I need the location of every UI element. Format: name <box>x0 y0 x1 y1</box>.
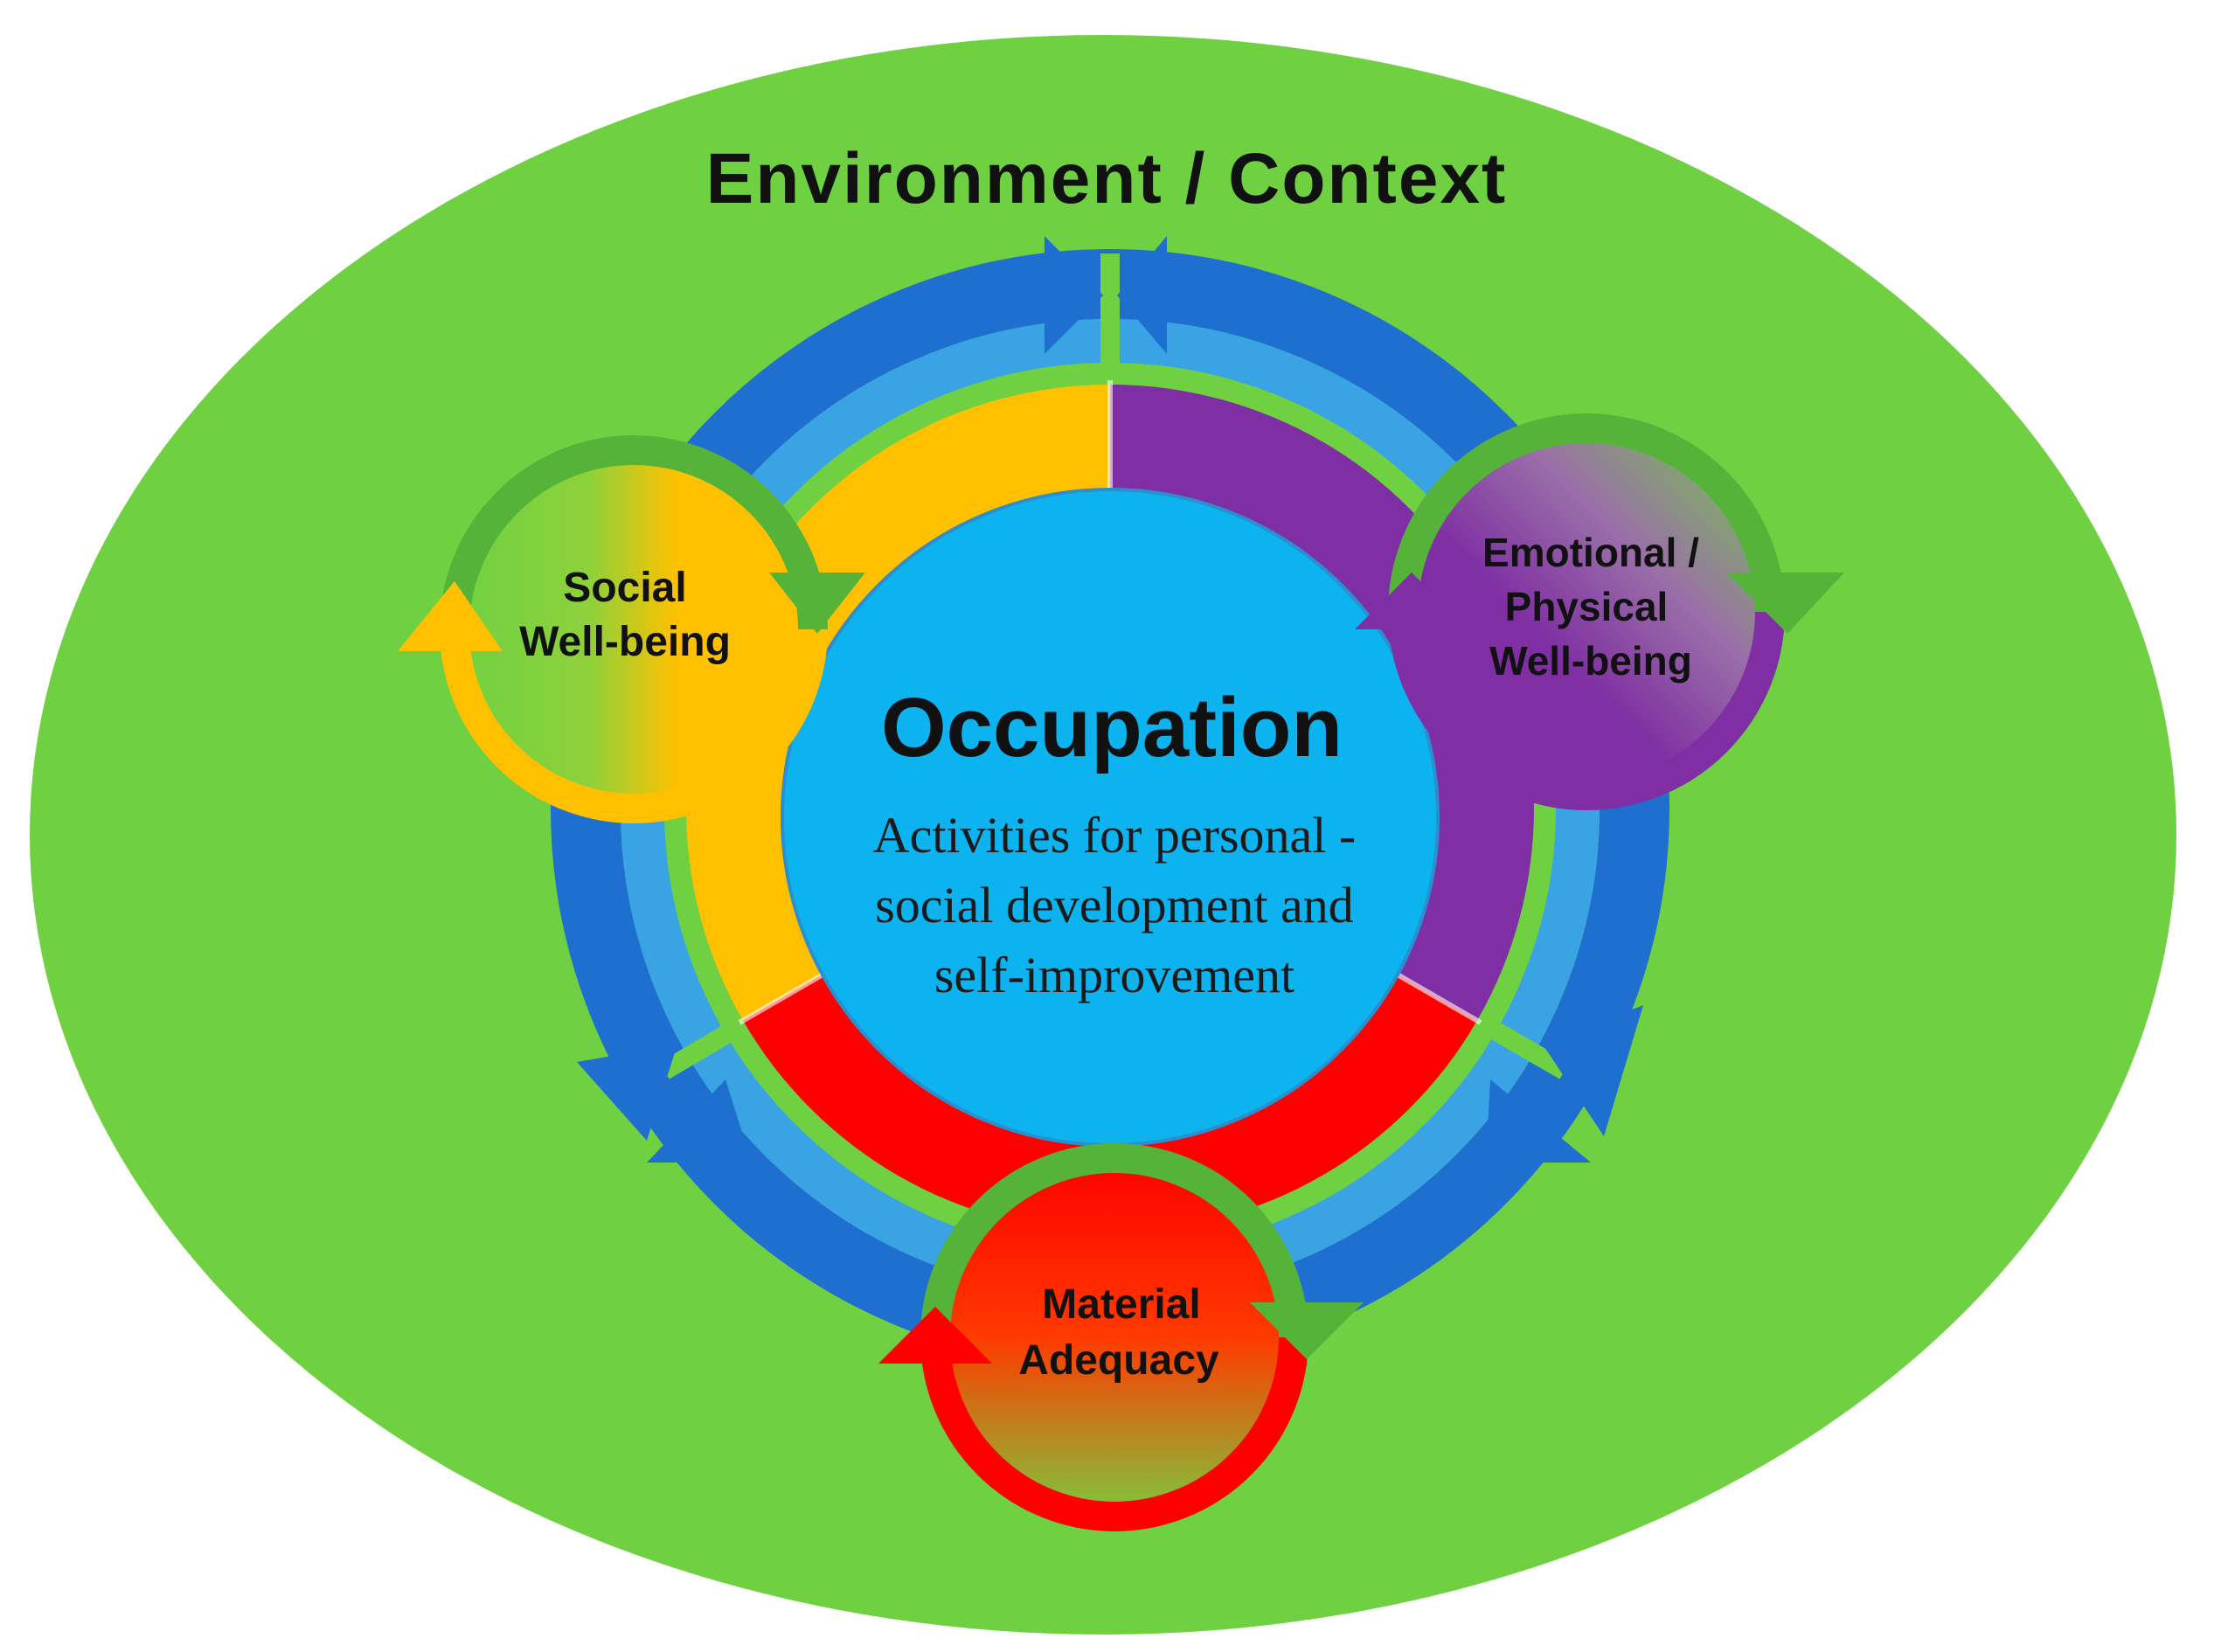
node-emotional-arrowhead-left <box>1355 573 1468 629</box>
occupation-desc-line-3: self-improvement <box>934 947 1294 1003</box>
cycle-arrowhead-top-left <box>1045 236 1103 354</box>
node-social-label-line-2: Well-being <box>519 619 731 665</box>
cycle-arrowhead-left-down <box>577 1045 677 1141</box>
node-material-label-line-2: Adequacy <box>1018 1337 1219 1384</box>
node-material-arrow-ring-lower <box>920 1336 1308 1531</box>
cycle-arrowhead-top-right <box>1117 236 1167 354</box>
node-emotional-circle <box>1403 428 1770 795</box>
node-social: Social Well-being <box>398 435 865 823</box>
node-social-arrow-ring-lower <box>440 628 828 823</box>
occupation-desc-line-2: social development and <box>875 877 1354 934</box>
node-emotional-label-line-3: Well-being <box>1489 638 1692 684</box>
cycle-arrowhead-right-down <box>1543 1005 1643 1136</box>
node-emotional-arrow-ring-lower <box>1388 611 1785 810</box>
node-social-arrowhead-right <box>769 573 865 634</box>
node-social-arrowhead-left <box>398 581 503 651</box>
node-emotional-label-line-1: Emotional / <box>1482 530 1699 575</box>
cycle-arrowhead-left-up <box>647 1079 752 1163</box>
node-material-arrowhead-left <box>878 1307 992 1364</box>
environment-title: Environment / Context <box>706 139 1508 219</box>
occupation-desc-line-1: Activities for personal - <box>873 807 1356 864</box>
occupation-title: Occupation <box>881 681 1343 774</box>
node-emotional-arrow-ring <box>1388 413 1785 613</box>
node-material-label-line-1: Material <box>1042 1281 1200 1328</box>
node-social-circle <box>455 450 813 809</box>
cycle-arrowhead-right-up <box>1486 1079 1591 1163</box>
node-social-label-line-1: Social <box>563 565 686 611</box>
node-material-circle <box>935 1158 1294 1517</box>
node-material: Material Adequacy <box>878 1143 1364 1531</box>
node-social-arrow-ring <box>440 435 828 630</box>
node-emotional-label-line-2: Physical <box>1505 584 1669 629</box>
node-emotional-arrowhead-right <box>1726 573 1844 634</box>
node-material-arrowhead-right <box>1250 1302 1364 1359</box>
node-emotional: Emotional / Physical Well-being <box>1355 413 1844 810</box>
node-material-arrow-ring <box>920 1143 1308 1338</box>
